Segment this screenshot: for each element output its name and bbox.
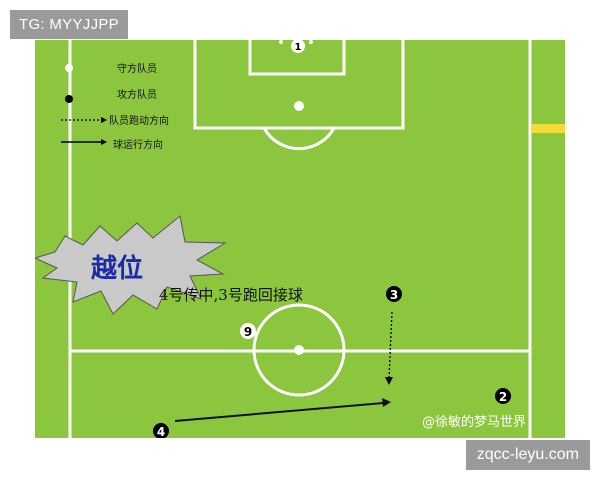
site-badge: zqcc-leyu.com [465, 440, 590, 470]
attacker-legend-icon [65, 95, 73, 103]
center-spot [294, 345, 304, 355]
legend-defender: 守方队员 [117, 62, 157, 75]
center-circle [252, 303, 346, 397]
defender-legend-icon [65, 64, 73, 72]
legend-attacker: 攻方队员 [117, 88, 157, 101]
player-3-marker [386, 286, 402, 302]
corner-flag [532, 124, 565, 133]
player-9-number: 9 [244, 325, 252, 339]
goal-area [248, 40, 346, 76]
ball-pass-arrowhead [382, 398, 391, 407]
overlay-tag: TG: MYYJJPP [10, 10, 128, 39]
ball-pass-arrow [174, 402, 384, 422]
player-3-number: 3 [390, 288, 398, 302]
player-4-number: 4 [157, 425, 165, 438]
penalty-arc [262, 127, 336, 151]
legend-ball-path: 球运行方向 [113, 138, 163, 151]
player-3-run-arrowhead [385, 377, 393, 385]
player-2-number: 2 [499, 390, 507, 404]
penalty-area [193, 40, 405, 130]
play-caption: 4号传中,3号跑回接球 [159, 286, 303, 304]
player-1-marker [291, 40, 305, 53]
penalty-spot [294, 101, 304, 111]
legend-player-run: 队员跑动方向 [109, 114, 169, 127]
goal-marker [309, 40, 313, 44]
player-2-marker [495, 388, 511, 404]
offside-starburst [35, 215, 227, 315]
ball-path-legend-arrowhead [101, 139, 107, 145]
player-run-legend-arrowhead [101, 117, 107, 123]
watermark: @徐敏的梦马世界 [422, 414, 526, 430]
pitch-diagram: 守方队员 攻方队员 队员跑动方向 球运行方向 越位 4号传中,3号跑回接球 1 … [35, 40, 565, 438]
player-1-number: 1 [295, 42, 302, 53]
player-4-marker [153, 423, 169, 438]
offside-label: 越位 [91, 253, 143, 284]
player-9-marker [240, 323, 256, 339]
player-3-run-arrow [388, 311, 393, 379]
goal-marker [279, 40, 283, 44]
